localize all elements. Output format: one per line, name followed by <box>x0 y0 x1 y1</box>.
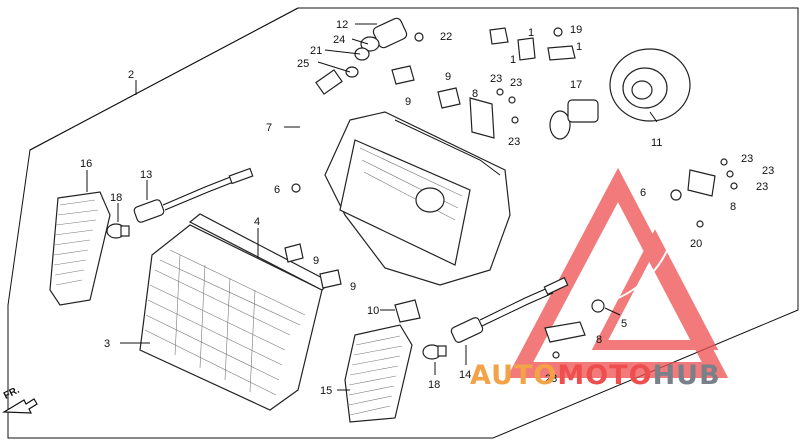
label-11: 11 <box>651 137 662 149</box>
part-2-headlight-case <box>324 111 511 286</box>
label-22: 22 <box>440 31 452 43</box>
watermark-auto: AUTO <box>470 360 558 391</box>
part-18-bulb-right <box>422 344 447 360</box>
part-23-screws <box>496 88 738 359</box>
part-18-bulb-left <box>106 223 130 239</box>
label-23f: 23 <box>756 181 768 193</box>
assembly-frame <box>7 7 799 439</box>
label-14: 14 <box>459 369 471 381</box>
label-19: 19 <box>570 24 582 36</box>
watermark-hub: HUB <box>652 360 721 391</box>
part-9-clips <box>284 65 461 289</box>
part-labels: 12 24 21 25 22 1 1 1 19 9 9 23 23 23 8 1… <box>80 19 774 397</box>
part-1-clips <box>489 27 576 61</box>
part-7-harness <box>289 69 343 193</box>
label-13: 13 <box>140 169 152 181</box>
front-arrow-icon <box>1 398 38 414</box>
part-12-dust-cap <box>345 17 424 78</box>
label-1a: 1 <box>528 27 534 39</box>
part-16-left-reflector <box>49 191 111 306</box>
label-3: 3 <box>104 338 110 350</box>
label-18a: 18 <box>110 192 122 204</box>
part-14-socket <box>450 276 569 343</box>
part-5-sub-harness <box>591 189 682 313</box>
label-23c: 23 <box>508 136 520 148</box>
label-21: 21 <box>310 45 322 57</box>
label-23b: 23 <box>510 77 522 89</box>
label-6b: 6 <box>640 187 646 199</box>
label-5: 5 <box>621 318 627 330</box>
label-23g: 23 <box>545 373 557 385</box>
label-9b: 9 <box>445 71 451 83</box>
part-15-right-reflector <box>344 324 413 423</box>
label-16: 16 <box>80 158 92 170</box>
label-9c: 9 <box>313 255 319 267</box>
label-24: 24 <box>333 34 345 46</box>
label-10: 10 <box>367 305 379 317</box>
part-17-headlight-bulb <box>549 99 599 140</box>
label-17: 17 <box>570 79 582 91</box>
label-18b: 18 <box>428 379 440 391</box>
watermark-text: AUTOMOTOHUB <box>470 360 800 400</box>
label-20: 20 <box>690 238 702 250</box>
label-8b: 8 <box>730 201 736 213</box>
part-11-rear-cover <box>609 48 691 122</box>
watermark-moto: MOTO <box>557 360 653 391</box>
label-12: 12 <box>336 19 348 31</box>
watermark-logo <box>506 167 729 378</box>
leader-lines <box>86 23 658 391</box>
label-8c: 8 <box>596 334 602 346</box>
label-4: 4 <box>254 216 260 228</box>
part-13-socket <box>133 167 254 223</box>
label-23a: 23 <box>490 73 502 85</box>
label-9a: 9 <box>405 96 411 108</box>
label-8a: 8 <box>472 88 478 100</box>
part-8-brackets <box>469 97 716 343</box>
label-1b: 1 <box>510 54 516 66</box>
label-15: 15 <box>320 385 332 397</box>
label-25: 25 <box>297 58 309 70</box>
label-23e: 23 <box>762 165 774 177</box>
label-1c: 1 <box>576 41 582 53</box>
label-6a: 6 <box>274 184 280 196</box>
part-10-connector <box>394 299 421 323</box>
label-23d: 23 <box>741 153 753 165</box>
label-7: 7 <box>266 122 272 134</box>
label-9d: 9 <box>350 281 356 293</box>
label-2: 2 <box>128 69 134 81</box>
part-3-headlight-lens <box>139 224 323 411</box>
